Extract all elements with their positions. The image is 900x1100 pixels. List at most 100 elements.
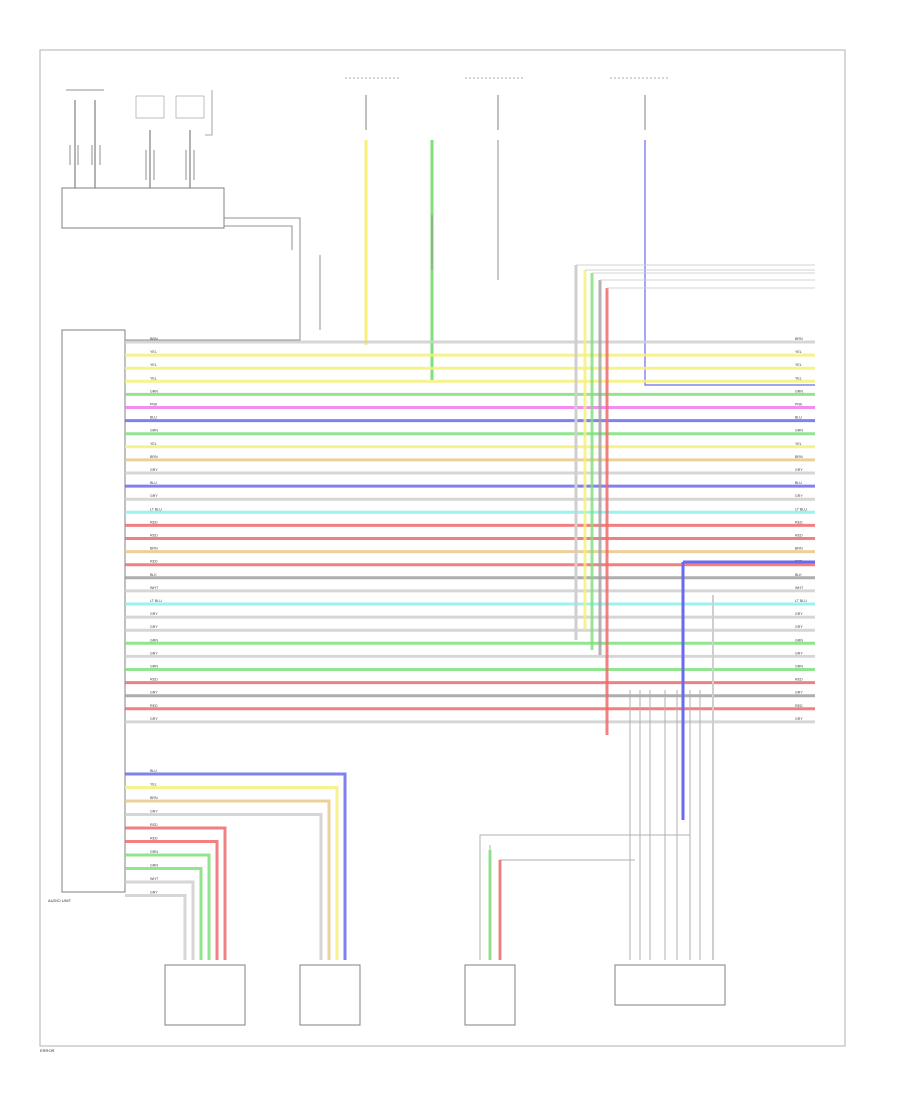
bottom-harness-wire xyxy=(125,772,347,960)
wire-color-label: GRN xyxy=(150,665,158,669)
wire-color-label-right: BRN xyxy=(795,455,803,459)
wire-color-label-right: BRN xyxy=(795,547,803,551)
bottom-wire-color-label: GRY xyxy=(150,891,158,895)
wire-color-label: BLU xyxy=(150,481,157,485)
wire-color-label: BRN xyxy=(150,455,158,459)
antenna-amplifier-box xyxy=(61,187,225,229)
right-vertical-bundle xyxy=(574,264,815,960)
wire-color-label: GRY xyxy=(150,717,158,721)
bottom-harness-wire xyxy=(125,894,187,960)
wire-color-label-right: GRY xyxy=(795,468,803,472)
wire-color-label: LT BLU xyxy=(150,507,162,511)
wire-color-label-right: GRY xyxy=(795,651,803,655)
power-feed-blue xyxy=(644,140,815,386)
wire-color-label: GRY xyxy=(150,494,158,498)
bottom-harness-wire xyxy=(125,799,331,960)
bottom-harness: BLU YEL BRN GRY RED RED GRN GRN WHT GRY xyxy=(125,769,347,960)
bottom-harness-wire xyxy=(125,853,211,960)
wire-color-label-right: GRY xyxy=(795,612,803,616)
connector-right xyxy=(614,964,726,1006)
bottom-wire-color-label: WHT xyxy=(150,877,159,881)
antenna-leads xyxy=(66,89,213,188)
connector-left-group-a xyxy=(164,964,246,1026)
wire-color-label-right: LT BLU xyxy=(795,599,807,603)
wire-color-label: WHT xyxy=(150,586,159,590)
bottom-wire-color-label: YEL xyxy=(150,783,157,787)
wire-color-label: BRN xyxy=(150,337,158,341)
bottom-wire-color-label: GRN xyxy=(150,850,158,854)
bottom-harness-wire xyxy=(125,867,203,960)
antenna-signal-wire xyxy=(125,217,301,341)
bottom-wire-color-label: RED xyxy=(150,837,158,841)
wire-color-label: RED xyxy=(150,678,158,682)
bottom-wire-color-label: BLU xyxy=(150,769,157,773)
wire-color-label: YEL xyxy=(150,350,157,354)
wire-color-label: RED xyxy=(150,520,158,524)
audio-unit-box xyxy=(61,329,126,893)
wire-color-label-right: GRY xyxy=(795,717,803,721)
wire-color-label: RED xyxy=(150,534,158,538)
bottom-harness-wire xyxy=(125,813,323,960)
wire-color-label-right: RED xyxy=(795,520,803,524)
wire-color-label: LT BLU xyxy=(150,599,162,603)
wire-color-label-right: GRN xyxy=(795,429,803,433)
connector-center xyxy=(464,964,516,1026)
bottom-harness-wire xyxy=(125,840,219,960)
wire-color-label-right: YEL xyxy=(795,376,802,380)
wire-color-label: PNK xyxy=(150,403,158,407)
wire-color-label-right: GRY xyxy=(795,625,803,629)
wire-color-label: YEL xyxy=(150,376,157,380)
wire-color-label-right: GRN xyxy=(795,665,803,669)
wire-color-label-right: GRN xyxy=(795,638,803,642)
bottom-harness-wire xyxy=(125,880,195,960)
right-harness-blue-wire xyxy=(681,560,815,820)
diagram-frame xyxy=(39,49,846,1047)
wire-color-label-right: PNK xyxy=(795,403,803,407)
wire-color-label-right: GRN xyxy=(795,389,803,393)
wire-color-label: BLU xyxy=(150,416,157,420)
wire-color-label: YEL xyxy=(150,363,157,367)
audio-unit-label: AUDIO UNIT xyxy=(48,898,72,903)
wire-color-label-right: RED xyxy=(795,704,803,708)
wire-color-label-right: BLK xyxy=(795,573,802,577)
bottom-wire-color-label: BRN xyxy=(150,796,158,800)
wire-color-label-right: RED xyxy=(795,534,803,538)
wire-color-label-right: GRY xyxy=(795,691,803,695)
wire-color-label: RED xyxy=(150,560,158,564)
bottom-harness-wire xyxy=(125,826,227,960)
bottom-wire-color-label: GRN xyxy=(150,864,158,868)
wire-color-label: GRY xyxy=(150,468,158,472)
wire-color-label-right: BLU xyxy=(795,416,802,420)
wire-color-label: GRN xyxy=(150,638,158,642)
wire-color-label: BRN xyxy=(150,547,158,551)
wire-color-label: GRN xyxy=(150,429,158,433)
wire-color-label: GRY xyxy=(150,691,158,695)
bottom-harness-wire xyxy=(125,786,339,960)
right-harness-drop-wires xyxy=(629,690,701,960)
wire-color-label-right: YEL xyxy=(795,363,802,367)
wire-color-label-right: YEL xyxy=(795,350,802,354)
wire-color-label-right: BRN xyxy=(795,337,803,341)
wire-color-label: BLK xyxy=(150,573,157,577)
wire-color-label: GRY xyxy=(150,625,158,629)
wire-color-label-right: WHT xyxy=(795,586,804,590)
wire-color-label: RED xyxy=(150,704,158,708)
center-connector-wires xyxy=(479,834,691,960)
wire-color-label-right: RED xyxy=(795,678,803,682)
wire-color-label-right: YEL xyxy=(795,442,802,446)
antenna-power-wire xyxy=(224,225,293,250)
connector-left-group-b xyxy=(299,964,361,1026)
bottom-wire-color-label: RED xyxy=(150,823,158,827)
wire-color-label-right: GRY xyxy=(795,494,803,498)
wire-color-label: GRN xyxy=(150,389,158,393)
wire-color-label: GRY xyxy=(150,612,158,616)
fuse-section xyxy=(345,77,815,386)
bottom-wire-color-label: GRY xyxy=(150,810,158,814)
antenna-assembly xyxy=(61,89,321,341)
wire-color-label-right: BLU xyxy=(795,481,802,485)
wire-color-label-right: LT BLU xyxy=(795,507,807,511)
audio-unit-harness: BRN BRN YEL YEL YEL YEL YEL YEL GRN GRN PNK PNK BLU B… xyxy=(125,337,815,724)
wire-color-label: YEL xyxy=(150,442,157,446)
wire-color-label: GRY xyxy=(150,651,158,655)
